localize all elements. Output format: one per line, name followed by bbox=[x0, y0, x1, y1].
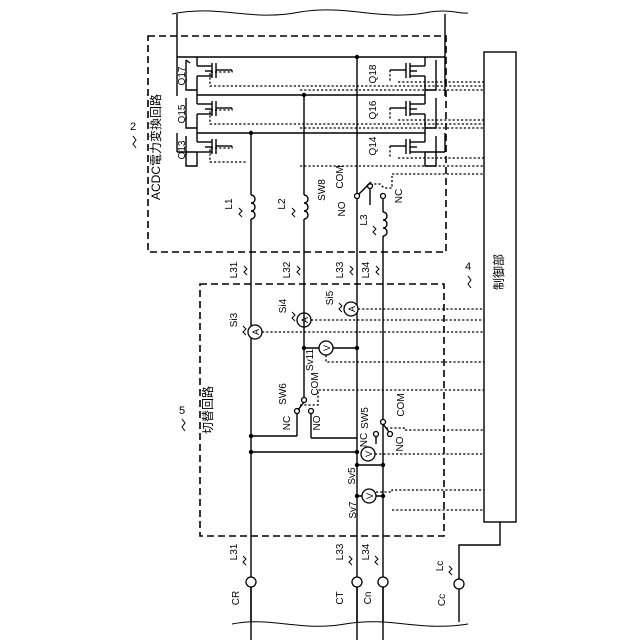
transistor-q14: Q14 bbox=[368, 133, 436, 166]
transistor-q18: Q18 bbox=[368, 57, 436, 95]
label-l31-top: L31 bbox=[229, 261, 240, 278]
voltage-sensor-sv11: V Sv11 bbox=[302, 341, 484, 371]
si4-symbol: A bbox=[300, 317, 310, 323]
label-sw5-com: COM bbox=[396, 393, 407, 416]
label-l34-bottom: L34 bbox=[361, 543, 372, 560]
current-sensor-si5: A Si5 bbox=[325, 290, 484, 316]
label-sw5: SW5 bbox=[360, 407, 371, 429]
bottom-break-line bbox=[232, 622, 468, 627]
label-sw6-com: COM bbox=[310, 372, 321, 395]
label-sw6-nc: NC bbox=[282, 416, 293, 430]
sv11-symbol: V bbox=[322, 345, 332, 351]
label-sw6-no: NO bbox=[312, 415, 323, 430]
sv7-symbol: V bbox=[365, 493, 375, 499]
label-sv11: Sv11 bbox=[305, 349, 316, 371]
label-sw8-com: COM bbox=[335, 165, 346, 188]
switching-ref: 5 bbox=[179, 405, 185, 417]
label-ct: CT bbox=[335, 591, 346, 604]
terminal-labels: L31 L33 L34 Lc bbox=[229, 543, 452, 575]
label-l2: L2 bbox=[277, 198, 288, 210]
label-q16: Q16 bbox=[368, 100, 379, 119]
label-cr: CR bbox=[231, 591, 242, 605]
label-q18: Q18 bbox=[368, 64, 379, 83]
label-sw5-nc: NC bbox=[359, 433, 370, 447]
connector-cr: CR bbox=[231, 577, 256, 622]
label-l33-bottom: L33 bbox=[335, 543, 346, 560]
transistor-q16: Q16 bbox=[368, 95, 436, 133]
voltage-sensor-sv7: V Sv7 bbox=[348, 489, 484, 519]
label-l33-top: L33 bbox=[335, 261, 346, 278]
label-si3: Si3 bbox=[229, 312, 240, 327]
label-sv7: Sv7 bbox=[348, 501, 359, 519]
label-q13: Q13 bbox=[177, 140, 188, 159]
transistor-q17: Q17 bbox=[177, 57, 232, 95]
acdc-title: ACDC電力変換回路 bbox=[148, 94, 163, 200]
label-cc: Cc bbox=[437, 594, 448, 606]
label-l1: L1 bbox=[224, 198, 235, 210]
top-break-line bbox=[172, 10, 468, 15]
transistor-q13: Q13 bbox=[177, 133, 232, 166]
transistor-q15: Q15 bbox=[177, 95, 232, 133]
sv5-symbol: V bbox=[364, 451, 374, 457]
controller-title: 制御部 bbox=[491, 254, 506, 290]
si3-symbol: A bbox=[251, 329, 261, 335]
si5-symbol: A bbox=[347, 306, 357, 312]
label-q15: Q15 bbox=[177, 104, 188, 123]
acdc-ref: 2 bbox=[130, 121, 136, 133]
connector-cn: Cn bbox=[363, 577, 388, 622]
connector-ct: CT bbox=[335, 577, 362, 622]
connector-cc: Cc bbox=[437, 579, 464, 622]
label-sw5-no: NO bbox=[395, 436, 406, 451]
label-sv5: Sv5 bbox=[347, 467, 358, 485]
label-sw8-nc: NC bbox=[394, 189, 405, 203]
switch-sw5: SW5 COM NC NO bbox=[359, 393, 484, 451]
label-cn: Cn bbox=[363, 592, 374, 605]
label-q14: Q14 bbox=[368, 136, 379, 155]
voltage-sensor-sv5: V Sv5 bbox=[347, 447, 484, 485]
switching-title: 切替回路 bbox=[200, 386, 215, 434]
label-l34-top: L34 bbox=[361, 261, 372, 278]
label-l3: L3 bbox=[359, 214, 370, 226]
label-si4: Si4 bbox=[278, 298, 289, 313]
current-sensor-si4: A Si4 bbox=[278, 298, 484, 327]
label-l32-top: L32 bbox=[282, 261, 293, 278]
inductor-l3: L3 bbox=[359, 212, 387, 236]
inductor-l2: L2 bbox=[277, 195, 308, 219]
inductor-l1: L1 bbox=[224, 195, 255, 219]
label-lc: Lc bbox=[435, 561, 446, 572]
label-si5: Si5 bbox=[325, 290, 336, 305]
label-l31-bottom: L31 bbox=[229, 543, 240, 560]
controller-ref: 4 bbox=[465, 261, 471, 273]
label-sw8: SW8 bbox=[317, 179, 328, 201]
acdc-circuit-box bbox=[148, 36, 446, 252]
label-q17: Q17 bbox=[177, 66, 188, 85]
label-sw6: SW6 bbox=[278, 383, 289, 405]
label-sw8-no: NO bbox=[337, 201, 348, 216]
